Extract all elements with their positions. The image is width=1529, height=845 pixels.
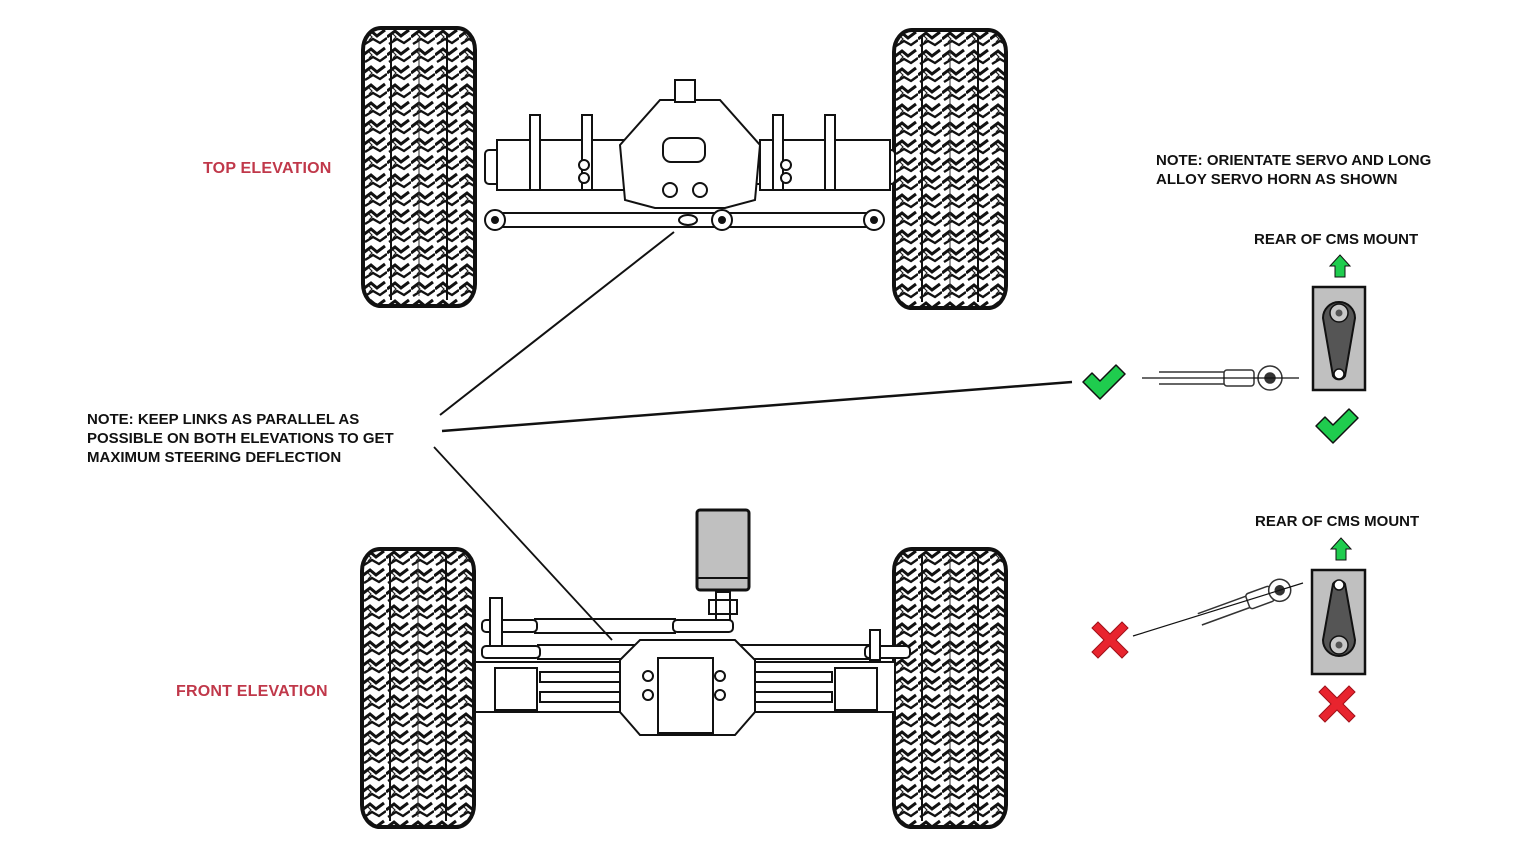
tire-right-front — [892, 547, 1008, 829]
servo-body-front — [695, 508, 751, 628]
correct-configuration — [1082, 254, 1367, 444]
top-elevation-label: TOP ELEVATION — [203, 160, 332, 177]
links-note-line-3: MAXIMUM STEERING DEFLECTION — [87, 449, 342, 466]
arrow-up-icon — [1329, 254, 1351, 278]
top-elevation-axle — [361, 26, 1008, 310]
servo-orientation-note: NOTE: ORIENTATE SERVO AND LONG ALLOY SER… — [1156, 151, 1431, 189]
check-icon — [1082, 364, 1126, 400]
rear-mount-label-incorrect: REAR OF CMS MOUNT — [1255, 513, 1420, 530]
tire-left-front — [360, 547, 476, 829]
tire-right-top — [892, 28, 1008, 310]
links-note-line-1: NOTE: KEEP LINKS AS PARALLEL AS — [87, 411, 360, 428]
front-elevation-axle — [360, 508, 1008, 829]
servo-correct — [1311, 285, 1367, 392]
incorrect-configuration — [1091, 537, 1367, 723]
servo-incorrect — [1310, 568, 1367, 676]
tie-rod-top — [484, 209, 885, 231]
front-elevation-label: FRONT ELEVATION — [176, 683, 328, 700]
servo-note-line-1: NOTE: ORIENTATE SERVO AND LONG — [1156, 152, 1432, 169]
servo-note-line-2: ALLOY SERVO HORN AS SHOWN — [1156, 171, 1398, 188]
cross-icon — [1318, 685, 1356, 723]
parallel-links-note: NOTE: KEEP LINKS AS PARALLEL AS POSSIBLE… — [87, 410, 394, 467]
leader-line-front — [433, 446, 613, 641]
alignment-line-incorrect — [1132, 582, 1304, 637]
links-note-line-2: POSSIBLE ON BOTH ELEVATIONS TO GET — [87, 430, 394, 447]
axle-housing-front — [474, 639, 896, 736]
arrow-up-icon — [1330, 537, 1352, 561]
tire-left-top — [361, 26, 477, 308]
rod-end-angled — [1197, 578, 1292, 626]
check-icon — [1315, 408, 1359, 444]
rear-mount-label-correct: REAR OF CMS MOUNT — [1254, 231, 1419, 248]
leader-line-detail — [441, 380, 1073, 433]
leader-line-top — [439, 231, 675, 416]
cross-icon — [1091, 621, 1129, 659]
leader-lines — [433, 231, 1073, 641]
axle-housing-top — [484, 79, 896, 209]
drag-link-front — [481, 597, 734, 659]
